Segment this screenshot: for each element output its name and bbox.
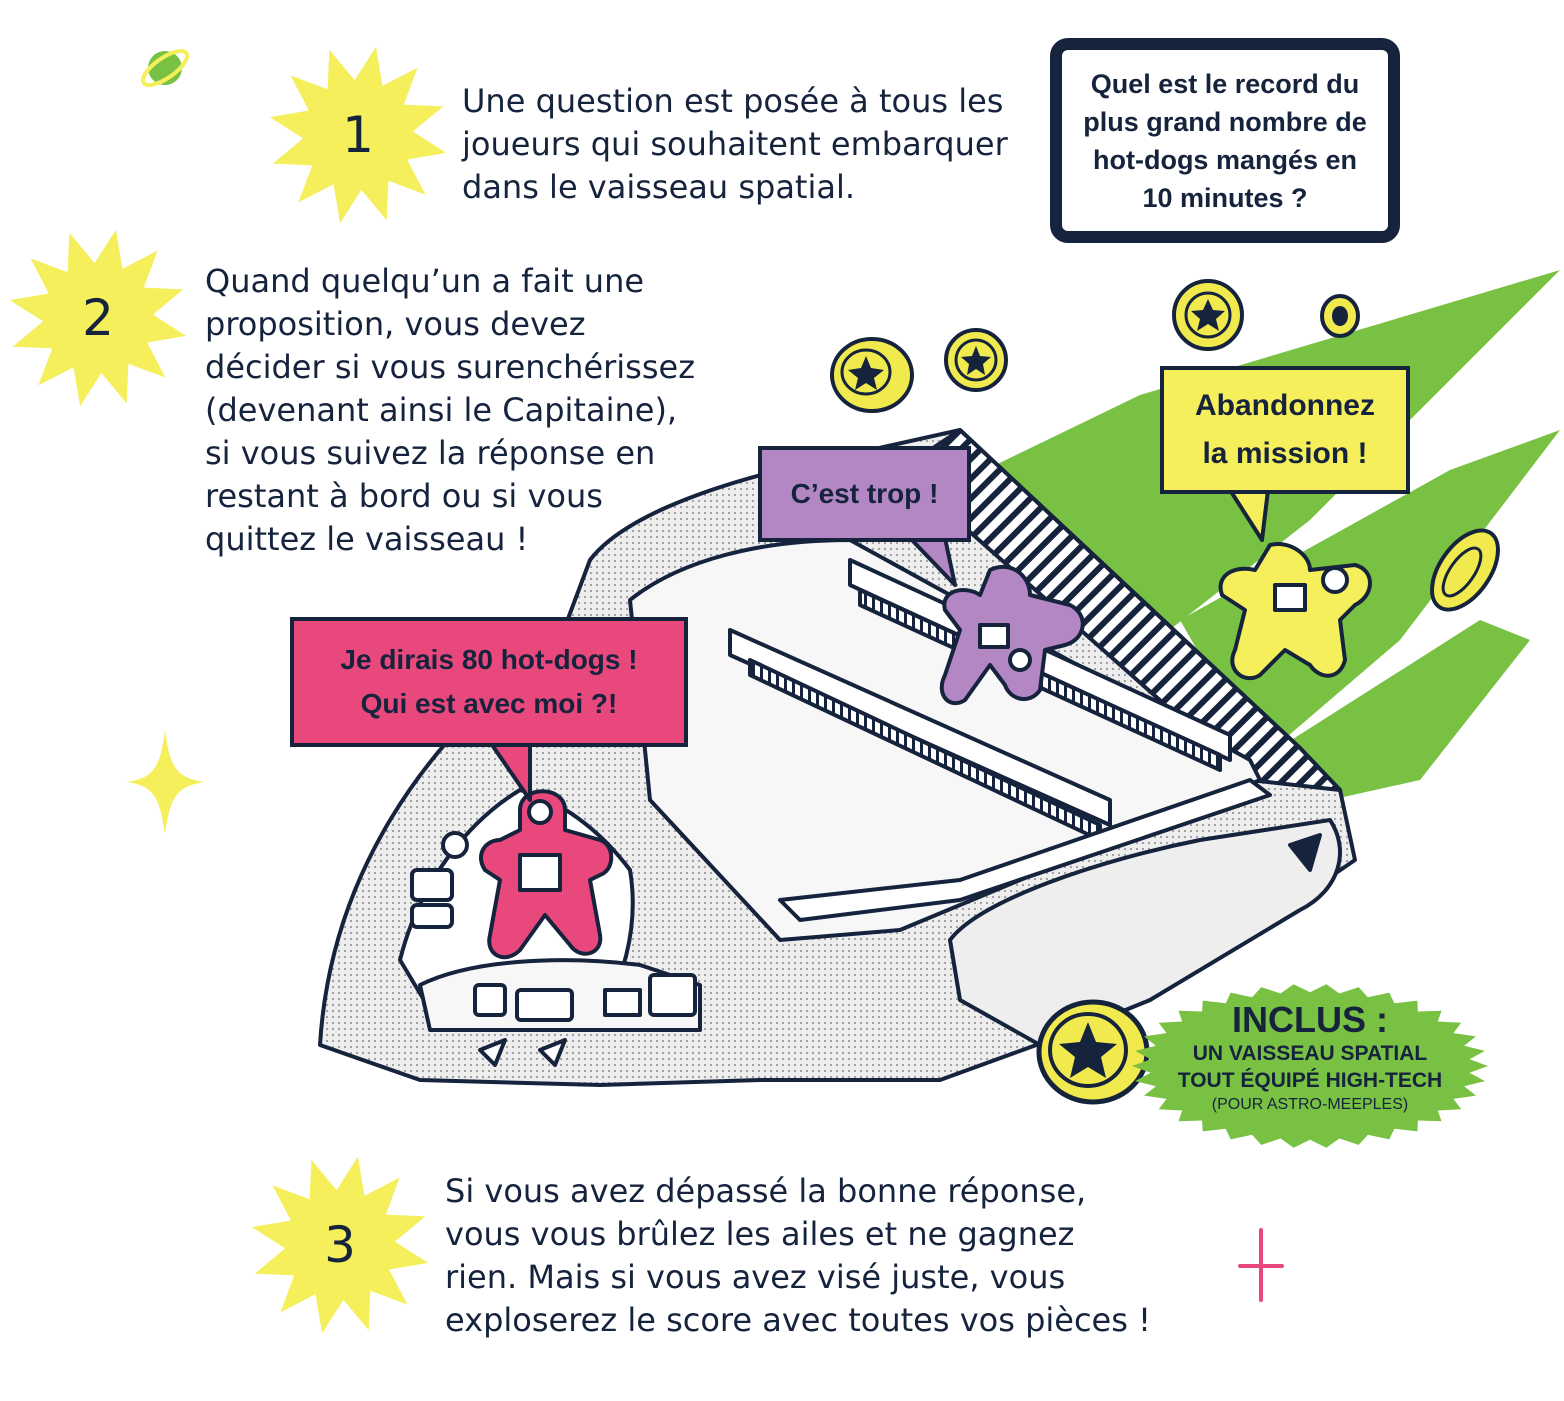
inclus-line: UN VAISSEAU SPATIAL: [1192, 1042, 1428, 1065]
step-3-star: 3: [251, 1156, 429, 1334]
step-2-line: (devenant ainsi le Capitaine),: [205, 391, 678, 429]
purple-bubble-line: C’est trop !: [790, 478, 939, 509]
inclus-line: (POUR ASTRO-MEEPLES): [1211, 1096, 1409, 1113]
step-3-number: 3: [324, 1216, 356, 1274]
pink-bubble-line: Qui est avec moi ?!: [360, 688, 618, 719]
step-3-line: exploserez le score avec toutes vos pièc…: [445, 1301, 1151, 1339]
step-3-text: Si vous avez dépassé la bonne réponse, v…: [445, 1170, 1151, 1342]
step-3-line: rien. Mais si vous avez visé juste, vous: [445, 1258, 1066, 1296]
yellow-meeple-icon: [1218, 542, 1372, 681]
question-line: Quel est le record du: [1090, 68, 1360, 99]
question-line: plus grand nombre de: [1083, 106, 1367, 137]
inclus-burst-badge: [1132, 984, 1488, 1148]
yellow-bubble-line: la mission !: [1202, 437, 1368, 470]
step-2-star: 2: [9, 229, 187, 407]
question-line: hot-dogs mangés en: [1092, 144, 1357, 175]
sparkle-star-icon: [127, 730, 205, 835]
step-2-number: 2: [82, 289, 114, 347]
step-1-text: Une question est posée à tous les joueur…: [462, 80, 1008, 209]
coin-icon: [944, 328, 1008, 392]
step-3-line: vous vous brûlez les ailes et ne gagnez: [445, 1215, 1075, 1253]
step-1-line: Une question est posée à tous les: [462, 82, 1004, 120]
coin-icon: [1320, 294, 1360, 338]
step-1-number: 1: [342, 106, 374, 164]
yellow-bubble-line: Abandonnez: [1195, 389, 1375, 422]
red-meeple-icon: [479, 789, 614, 960]
coin-icon: [1430, 528, 1500, 612]
question-line: 10 minutes ?: [1142, 182, 1308, 213]
pink-cross-icon: [1238, 1228, 1284, 1302]
yellow-speech-bubble: Abandonnez la mission !: [1160, 366, 1410, 494]
question-box: Quel est le record du plus grand nombre …: [1050, 38, 1400, 243]
step-2-line: restant à bord ou si vous: [205, 477, 603, 515]
step-2-text: Quand quelqu’un a fait une proposition, …: [205, 260, 695, 561]
step-3-line: Si vous avez dépassé la bonne réponse,: [445, 1172, 1087, 1210]
inclus-title: INCLUS :: [1232, 999, 1388, 1040]
step-1-line: joueurs qui souhaitent embarquer: [462, 125, 1008, 163]
inclus-line: TOUT ÉQUIPÉ HIGH-TECH: [1177, 1069, 1443, 1092]
step-2-line: si vous suivez la réponse en: [205, 434, 656, 472]
coin-icon: [830, 337, 914, 413]
coin-icon: [1172, 279, 1244, 351]
pink-speech-bubble: Je dirais 80 hot-dogs ! Qui est avec moi…: [290, 617, 688, 747]
step-2-line: Quand quelqu’un a fait une: [205, 262, 645, 300]
pink-bubble-line: Je dirais 80 hot-dogs !: [340, 644, 638, 675]
small-planet-icon: [140, 48, 190, 88]
step-2-line: quittez le vaisseau !: [205, 520, 529, 558]
inclus-badge-text: INCLUS : UN VAISSEAU SPATIAL TOUT ÉQUIPÉ…: [1145, 1000, 1475, 1116]
step-2-line: décider si vous surenchérissez: [205, 348, 695, 386]
step-1-star: 1: [269, 46, 447, 224]
step-2-line: proposition, vous devez: [205, 305, 586, 343]
wheel-coin-icon: [1036, 999, 1150, 1105]
purple-meeple-icon: [939, 564, 1085, 706]
step-1-line: dans le vaisseau spatial.: [462, 168, 856, 206]
purple-speech-bubble: C’est trop !: [758, 446, 971, 542]
